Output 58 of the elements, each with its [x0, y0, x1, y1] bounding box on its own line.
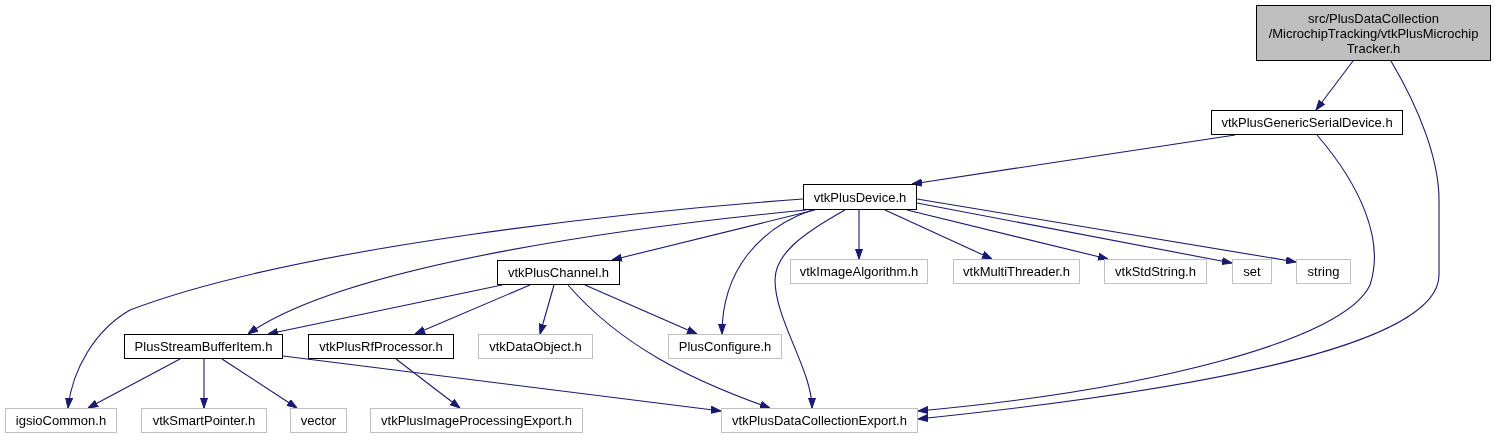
- file-box: [5, 408, 117, 433]
- include-arrow: [538, 284, 555, 335]
- include-arrow: [65, 198, 804, 409]
- file-box: [497, 260, 620, 285]
- include-arrow: [87, 358, 181, 409]
- file-box: [721, 408, 918, 433]
- file-box: [290, 408, 347, 433]
- include-arrow: [917, 60, 1440, 422]
- file-name: PlusStreamBufferItem.h: [134, 339, 273, 354]
- include-arrow: [916, 202, 1233, 266]
- file-name: vtkPlusDevice.h: [813, 189, 907, 205]
- include-arrow: [917, 134, 1375, 414]
- include-arrow: [414, 284, 531, 335]
- file-name: vtkSmartPointer.h: [152, 413, 256, 428]
- file-box: [370, 408, 583, 433]
- file-name: vtkPlusImageProcessingExport.h: [381, 413, 572, 428]
- file-box: [308, 334, 454, 359]
- file-box: [1296, 259, 1351, 284]
- file-box: [1211, 110, 1403, 135]
- file-name: vtkPlusDataCollectionExport.h: [732, 413, 907, 428]
- file-box: [141, 408, 267, 433]
- include-arrow: [395, 358, 461, 409]
- file-box: [1104, 259, 1207, 284]
- include-arrow: [774, 209, 846, 409]
- file-box: [1232, 259, 1272, 284]
- include-arrow: [611, 209, 816, 262]
- file-box: [803, 184, 917, 210]
- file-box: [478, 334, 593, 359]
- file-name: igsioCommon.h: [15, 413, 107, 428]
- file-name: PlusConfigure.h: [678, 339, 772, 354]
- include-arrow: [584, 284, 698, 335]
- include-arrow: [884, 209, 993, 260]
- file-box: [124, 334, 283, 359]
- include-arrow: [855, 209, 863, 260]
- include-arrow: [1315, 60, 1354, 111]
- file-box: [668, 334, 782, 359]
- file-name: vector: [300, 413, 337, 428]
- include-arrow: [267, 284, 503, 336]
- file-name: vtkPlusGenericSerialDevice.h: [1221, 115, 1393, 130]
- file-name: set: [1243, 264, 1261, 279]
- file-box: [953, 259, 1080, 284]
- include-arrow: [567, 284, 771, 409]
- include-arrow: [282, 355, 722, 414]
- file-name: vtkPlusRfProcessor.h: [319, 339, 443, 354]
- include-arrow: [906, 209, 1109, 261]
- file-name: string: [1307, 264, 1340, 279]
- include-arrow: [718, 209, 813, 335]
- include-arrow: [200, 358, 208, 409]
- file-name: vtkImageAlgorithm.h: [799, 264, 919, 279]
- file-name: vtkMultiThreader.h: [963, 264, 1070, 279]
- file-name: vtkDataObject.h: [489, 339, 582, 354]
- file-box: [790, 259, 928, 284]
- file-name: src/PlusDataCollection /MicrochipTracking/vtkPlusMicrochip Tracker.h: [1267, 10, 1480, 56]
- file-name: vtkPlusChannel.h: [507, 265, 610, 280]
- file-box: [1256, 5, 1491, 61]
- file-name: vtkStdString.h: [1115, 264, 1196, 279]
- include-arrow: [916, 198, 1297, 265]
- include-arrow: [221, 358, 298, 409]
